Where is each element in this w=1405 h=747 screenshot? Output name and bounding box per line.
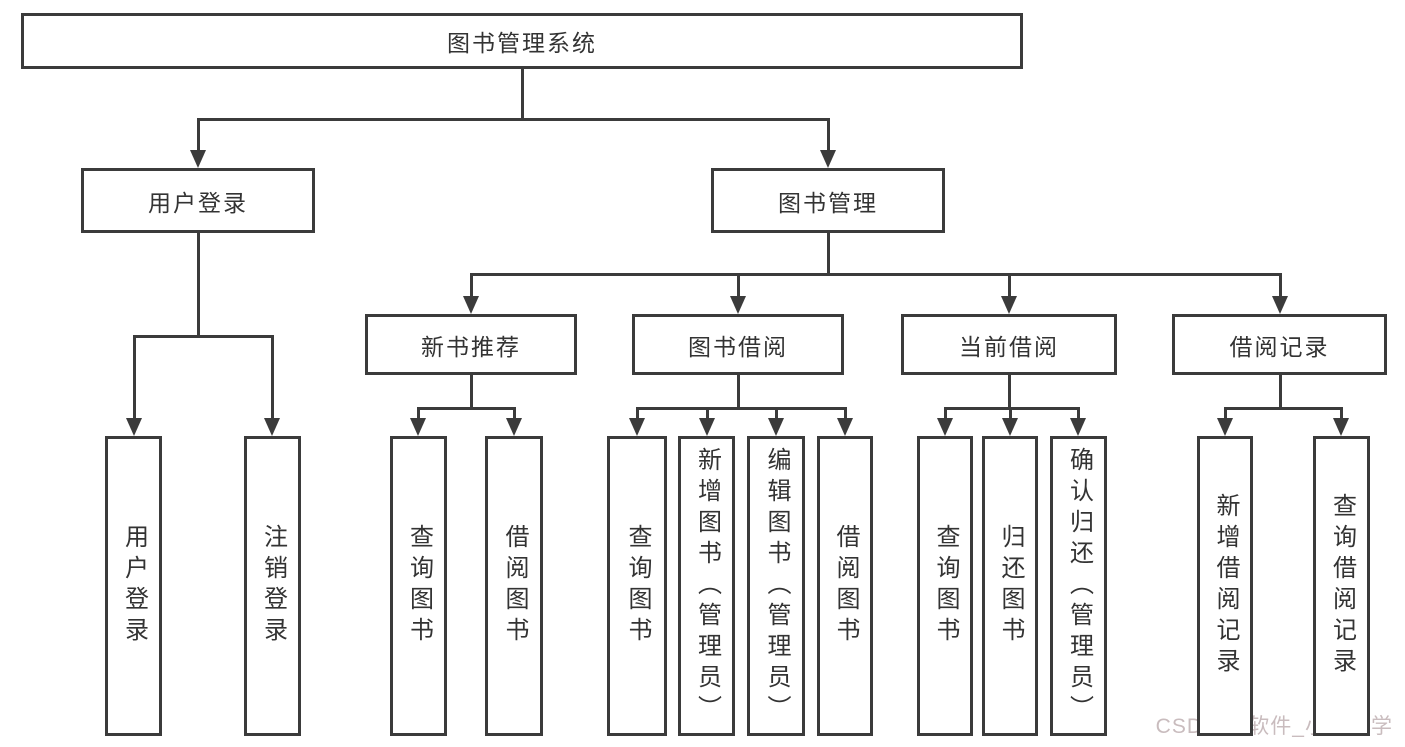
node-label: 借阅图书 bbox=[501, 524, 528, 648]
connector-line bbox=[521, 69, 524, 121]
connector-line bbox=[271, 335, 274, 420]
node-leaf-query-book-borrow: 查询图书 bbox=[607, 436, 667, 736]
arrow-down-icon bbox=[1217, 418, 1233, 436]
node-label: 借阅记录 bbox=[1229, 333, 1330, 360]
connector-line bbox=[1224, 407, 1343, 410]
arrow-down-icon bbox=[506, 418, 522, 436]
node-book-mgmt: 图书管理 bbox=[711, 168, 945, 233]
arrow-down-icon bbox=[1070, 418, 1086, 436]
connector-line bbox=[1077, 407, 1080, 420]
node-label: 用户登录 bbox=[148, 189, 248, 216]
node-label: 借阅图书 bbox=[832, 524, 859, 648]
connector-line bbox=[737, 375, 740, 410]
node-leaf-borrow-book-new: 借阅图书 bbox=[485, 436, 543, 736]
connector-line bbox=[470, 273, 473, 298]
node-label: 编辑图书（管理员） bbox=[763, 446, 790, 726]
node-label: 注销登录 bbox=[259, 524, 287, 648]
arrow-down-icon bbox=[1002, 418, 1018, 436]
arrow-down-icon bbox=[126, 418, 142, 436]
node-borrow-records: 借阅记录 bbox=[1172, 314, 1387, 375]
connector-line bbox=[133, 335, 136, 420]
arrow-down-icon bbox=[937, 418, 953, 436]
connector-line bbox=[1008, 273, 1011, 298]
node-label: 图书管理 bbox=[778, 189, 878, 216]
node-leaf-query-borrow-record: 查询借阅记录 bbox=[1313, 436, 1370, 736]
connector-line bbox=[706, 407, 709, 420]
node-label: 当前借阅 bbox=[959, 333, 1059, 360]
connector-line bbox=[1279, 375, 1282, 410]
arrow-down-icon bbox=[820, 150, 836, 168]
node-leaf-user-login: 用户登录 bbox=[105, 436, 162, 736]
node-leaf-confirm-return: 确认归还（管理员） bbox=[1050, 436, 1107, 736]
connector-line bbox=[1009, 407, 1012, 420]
arrow-down-icon bbox=[264, 418, 280, 436]
arrow-down-icon bbox=[629, 418, 645, 436]
connector-line bbox=[133, 335, 274, 338]
node-label: 图书管理系统 bbox=[447, 30, 597, 56]
arrow-down-icon bbox=[730, 296, 746, 314]
node-label: 用户登录 bbox=[120, 524, 148, 648]
connector-line bbox=[1008, 375, 1011, 410]
arrow-down-icon bbox=[699, 418, 715, 436]
arrow-down-icon bbox=[463, 296, 479, 314]
arrow-down-icon bbox=[1272, 296, 1288, 314]
node-label: 图书借阅 bbox=[688, 333, 788, 360]
node-leaf-query-book-current: 查询图书 bbox=[917, 436, 973, 736]
connector-line bbox=[470, 375, 473, 410]
node-label: 确认归还（管理员） bbox=[1065, 446, 1093, 726]
connector-line bbox=[1224, 407, 1227, 420]
node-leaf-logout: 注销登录 bbox=[244, 436, 301, 736]
connector-line bbox=[827, 233, 830, 276]
node-leaf-add-borrow-record: 新增借阅记录 bbox=[1197, 436, 1253, 736]
arrow-down-icon bbox=[1001, 296, 1017, 314]
node-label: 新书推荐 bbox=[421, 333, 521, 360]
node-label: 查询图书 bbox=[405, 524, 433, 648]
connector-line bbox=[417, 407, 420, 420]
connector-line bbox=[470, 273, 1282, 276]
connector-line bbox=[844, 407, 847, 420]
node-root: 图书管理系统 bbox=[21, 13, 1023, 69]
node-new-book-rec: 新书推荐 bbox=[365, 314, 577, 375]
node-leaf-edit-book: 编辑图书（管理员） bbox=[747, 436, 805, 736]
node-label: 新增借阅记录 bbox=[1212, 493, 1239, 679]
connector-line bbox=[636, 407, 639, 420]
connector-line bbox=[737, 273, 740, 298]
node-current-borrow: 当前借阅 bbox=[901, 314, 1117, 375]
arrow-down-icon bbox=[190, 150, 206, 168]
arrow-down-icon bbox=[768, 418, 784, 436]
node-user-login: 用户登录 bbox=[81, 168, 315, 233]
arrow-down-icon bbox=[837, 418, 853, 436]
connector-line bbox=[636, 407, 847, 410]
connector-line bbox=[197, 118, 830, 121]
node-label: 新增图书（管理员） bbox=[693, 446, 721, 726]
node-leaf-return-book: 归还图书 bbox=[982, 436, 1038, 736]
node-leaf-add-book: 新增图书（管理员） bbox=[678, 436, 735, 736]
connector-line bbox=[197, 233, 200, 338]
connector-line bbox=[1279, 273, 1282, 298]
node-book-borrow: 图书借阅 bbox=[632, 314, 844, 375]
connector-line bbox=[944, 407, 947, 420]
connector-line bbox=[827, 118, 830, 152]
arrow-down-icon bbox=[1333, 418, 1349, 436]
node-label: 归还图书 bbox=[997, 524, 1024, 648]
node-leaf-borrow-book-borrow: 借阅图书 bbox=[817, 436, 873, 736]
arrow-down-icon bbox=[410, 418, 426, 436]
connector-line bbox=[775, 407, 778, 420]
connector-line bbox=[1340, 407, 1343, 420]
connector-line bbox=[197, 118, 200, 152]
connector-line bbox=[417, 407, 516, 410]
connector-line bbox=[513, 407, 516, 420]
connector-line bbox=[944, 407, 1080, 410]
node-label: 查询借阅记录 bbox=[1328, 493, 1356, 679]
node-label: 查询图书 bbox=[624, 524, 651, 648]
node-label: 查询图书 bbox=[932, 524, 959, 648]
node-leaf-query-book-new: 查询图书 bbox=[390, 436, 447, 736]
